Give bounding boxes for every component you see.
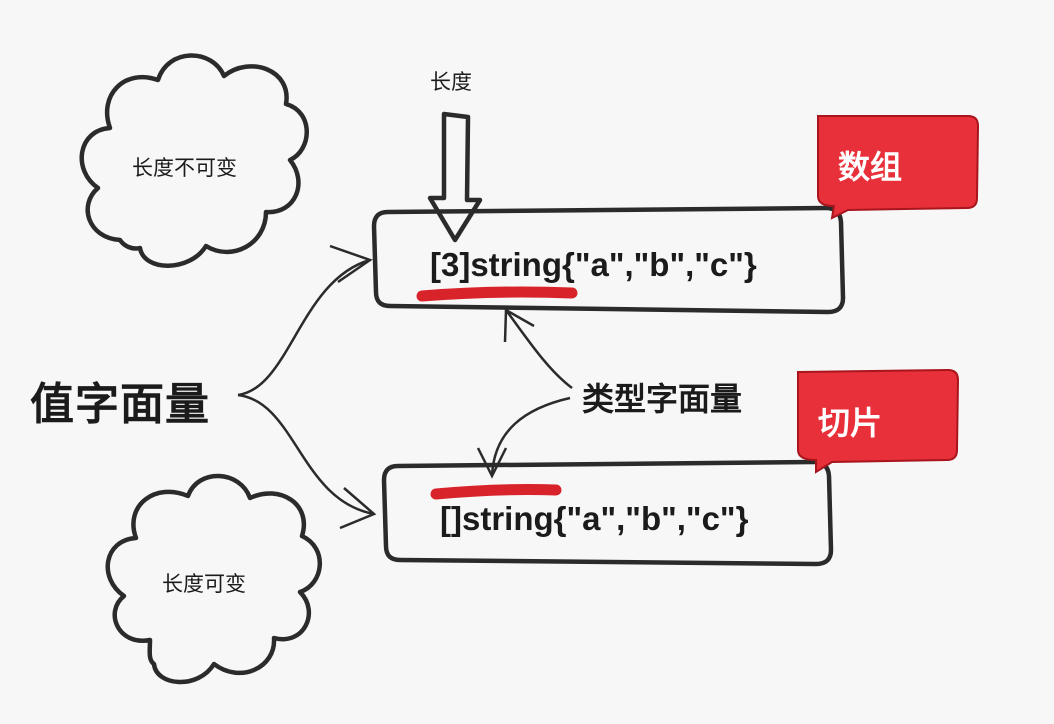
array-underline bbox=[416, 286, 578, 302]
main-label: 值字面量 bbox=[30, 379, 210, 430]
type-arrow-to-slice bbox=[490, 396, 571, 477]
arrowhead-array bbox=[329, 244, 373, 284]
cloud-shape-top bbox=[79, 53, 309, 268]
branch-to-slice bbox=[237, 393, 375, 516]
type-arrow-to-array bbox=[504, 309, 573, 389]
length-label: 长度 bbox=[430, 70, 472, 94]
array-code: [3]string{"a","b","c"} bbox=[430, 246, 757, 283]
slice-underline bbox=[430, 484, 562, 500]
slice-tag-label: 切片 bbox=[818, 404, 883, 442]
slice-code: []string{"a","b","c"} bbox=[440, 500, 749, 537]
arrowhead-type-slice bbox=[476, 447, 508, 479]
array-tag-label: 数组 bbox=[838, 148, 903, 186]
cloud-text-top: 长度不可变 bbox=[132, 156, 237, 180]
branch-to-array bbox=[237, 258, 371, 397]
cloud-text-bottom: 长度可变 bbox=[162, 572, 246, 596]
length-arrow bbox=[427, 111, 483, 243]
type-label: 类型字面量 bbox=[582, 380, 743, 418]
arrowhead-slice bbox=[339, 487, 377, 530]
slice-tag bbox=[797, 368, 960, 474]
array-tag bbox=[817, 115, 980, 220]
slice-box bbox=[381, 459, 834, 567]
arrowhead-type-array bbox=[503, 307, 535, 343]
cloud-shape-bottom bbox=[105, 473, 322, 685]
